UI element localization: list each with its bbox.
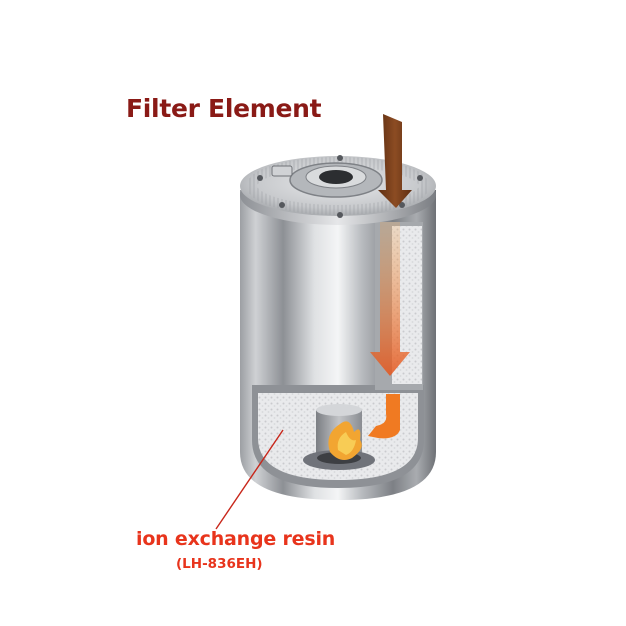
arrow-down-icon <box>378 114 412 208</box>
component-model: (LH-836EH) <box>176 556 263 572</box>
flame-icon <box>328 394 400 460</box>
diagram-title: Filter Element <box>126 94 322 123</box>
arrow-down-icon <box>370 222 410 376</box>
leader-line <box>215 429 284 530</box>
component-label: ion exchange resin <box>136 528 336 550</box>
